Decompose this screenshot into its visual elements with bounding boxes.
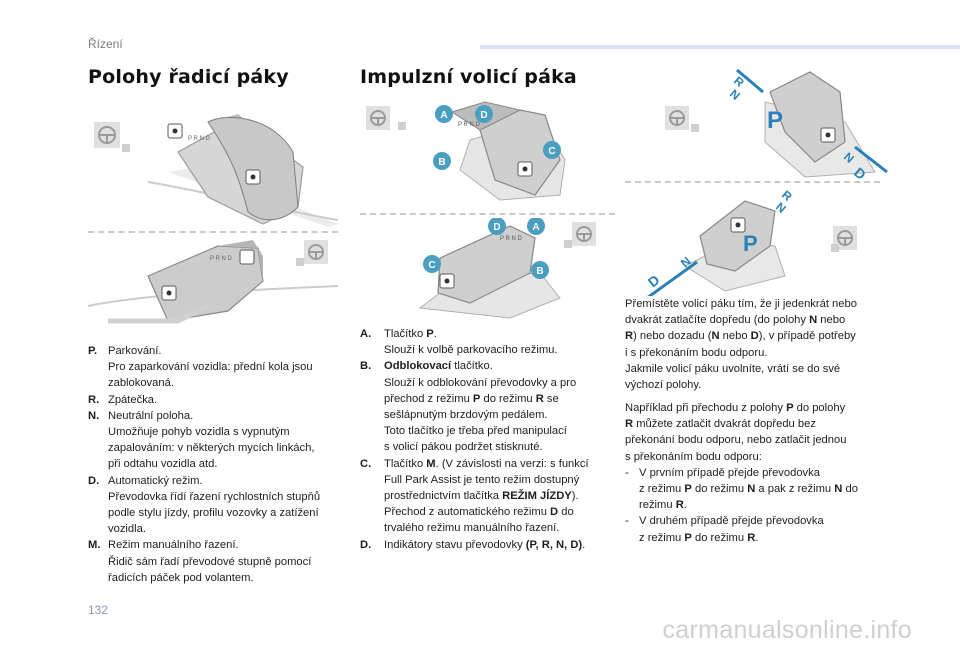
arrow-forward-icon — [736, 68, 764, 94]
svg-text:C: C — [548, 146, 555, 157]
shift-positions-list: P.Parkování. Pro zaparkování vozidla: př… — [88, 343, 350, 586]
badge-a: A — [527, 218, 545, 235]
badge-d: D — [475, 105, 493, 123]
example-paragraph: Například při přechodu z polohy P do pol… — [625, 400, 895, 546]
badge-c: C — [543, 141, 561, 159]
svg-text:P R N D: P R N D — [458, 122, 481, 128]
divider-left — [88, 231, 338, 233]
badge-b: B — [531, 261, 549, 279]
svg-text:A: A — [440, 110, 447, 121]
svg-text:P R N D: P R N D — [210, 256, 233, 262]
steering-wheel-icon — [98, 126, 116, 144]
list-item-c: C.Tlačítko M. (V závislosti na verzi: s … — [360, 457, 589, 535]
gear-p-label: P — [743, 231, 758, 256]
illustration-shifter-park: P R N D — [94, 114, 338, 227]
steering-wheel-icon — [370, 110, 386, 126]
svg-text:B: B — [536, 266, 543, 277]
illustration-shifter-drive: P R N D — [88, 240, 338, 324]
badge-d: D — [488, 218, 506, 235]
arrow-backward-icon — [854, 145, 888, 174]
left-heading: Polohy řadicí páky — [88, 66, 289, 88]
section-label: Řízení — [88, 37, 123, 51]
divider-right — [625, 181, 880, 183]
illustration-impulse-top: P R N D A D B C — [366, 101, 566, 201]
badge-a: A — [435, 105, 453, 123]
list-item-d: D.Indikátory stavu převodovky (P, R, N, … — [360, 538, 586, 551]
svg-text:B: B — [438, 157, 445, 168]
illustration-impulse-bottom: P R N D D A C B — [418, 218, 596, 319]
bullet-item-1: -V prvním případě přejde převodovka z re… — [625, 466, 858, 512]
svg-text:C: C — [428, 260, 435, 271]
steering-wheel-icon — [576, 226, 592, 242]
illustration-shift-forward: P R N N D — [665, 68, 888, 182]
steering-wheel-icon — [837, 230, 853, 246]
svg-text:D: D — [480, 110, 487, 121]
middle-heading: Impulzní volicí páka — [360, 66, 577, 88]
svg-text:P R N D: P R N D — [500, 236, 523, 242]
watermark: carmanualsonline.info — [662, 616, 912, 644]
instructions-paragraph: Přemístěte volicí páku tím, že ji jedenk… — [625, 298, 857, 392]
header-bar — [480, 45, 960, 49]
gear-n-label: N — [727, 87, 743, 103]
arrow-backward-icon — [647, 260, 698, 296]
badge-c: C — [423, 255, 441, 273]
steering-wheel-icon — [308, 244, 324, 260]
list-item-p: P.Parkování. Pro zaparkování vozidla: př… — [88, 345, 313, 390]
list-item-d: D.Automatický režim. Převodovka řídí řaz… — [88, 474, 321, 536]
list-item-n: N.Neutrální poloha. Umožňuje pohyb vozid… — [88, 409, 315, 471]
divider-middle — [360, 213, 615, 215]
page-number: 132 — [88, 603, 109, 617]
gear-p-label: P — [767, 107, 783, 134]
bullet-item-2: -V druhém případě přejde převodovka z re… — [625, 515, 824, 544]
badge-b: B — [433, 152, 451, 170]
steering-wheel-icon — [669, 110, 685, 126]
lhd-marker — [122, 144, 130, 152]
selector-buttons-list: A.Tlačítko P. Slouží k volbě parkovacího… — [360, 326, 622, 553]
svg-text:A: A — [532, 222, 539, 233]
illustration-shift-backward: P R N N D — [645, 188, 857, 296]
list-item-m: M.Režim manuálního řazení. Řidič sám řad… — [88, 539, 312, 584]
svg-text:D: D — [493, 222, 500, 233]
list-item-a: A.Tlačítko P. Slouží k volbě parkovacího… — [360, 328, 558, 357]
list-item-r: R.Zpátečka. — [88, 393, 158, 406]
list-item-b: B.Odblokovací tlačítko. Slouží k odbloko… — [360, 360, 577, 454]
svg-text:P R N D: P R N D — [188, 136, 211, 142]
gear-n-label: N — [773, 200, 789, 216]
